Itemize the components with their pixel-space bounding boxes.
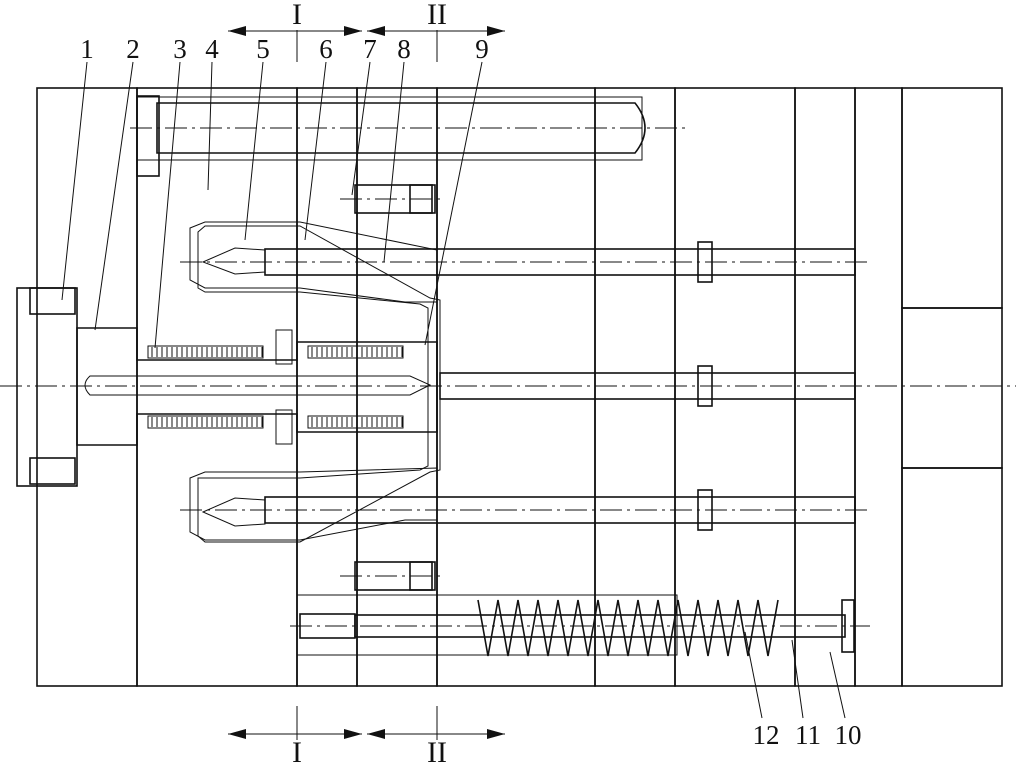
label-3: 3 [173, 34, 187, 64]
fixed-mold-plate [136, 87, 298, 687]
section-bottom-right: II [427, 736, 447, 766]
insulator-lower [275, 409, 293, 445]
cavity-region [16, 96, 678, 656]
mold-plates [36, 87, 1003, 687]
label-8: 8 [397, 34, 411, 64]
part-callouts: 1 2 3 4 5 6 7 8 9 12 11 10 [61, 34, 862, 750]
lower-cavity [189, 467, 438, 541]
label-10: 10 [835, 720, 862, 750]
label-4: 4 [205, 34, 219, 64]
sprue-runner [84, 375, 432, 396]
label-12: 12 [753, 720, 780, 750]
sprue-bushing [76, 327, 438, 446]
section-arrows: I II I II [228, 0, 505, 766]
ejector-plate [854, 87, 903, 687]
insulator-upper [275, 329, 293, 365]
lower-gate [201, 497, 266, 527]
moving-plate-b [436, 87, 596, 687]
label-11: 11 [795, 720, 821, 750]
ejector-rod-hole [901, 307, 1003, 469]
locating-screw-bottom [29, 457, 76, 485]
ejector-retainer-plate [794, 87, 856, 687]
stripper-plate [296, 87, 358, 687]
spring-bore [296, 594, 678, 656]
locating-screw-top [29, 287, 76, 315]
label-9: 9 [475, 34, 489, 64]
center-lines [0, 30, 1016, 740]
section-top-left: I [292, 0, 302, 31]
label-6: 6 [319, 34, 333, 64]
heater-upper-left [147, 345, 264, 359]
heater-upper-right [307, 345, 404, 359]
heater-coils [147, 329, 404, 445]
return-spring [477, 599, 779, 657]
label-1: 1 [80, 34, 94, 64]
heater-lower-right [307, 415, 404, 429]
leader-pin [156, 102, 646, 154]
part-wall [197, 225, 441, 543]
moving-clamp-plate-bottom [901, 467, 1003, 687]
label-5: 5 [256, 34, 270, 64]
section-top-right: II [427, 0, 447, 31]
pins [29, 95, 856, 657]
section-bottom-left: I [292, 736, 302, 766]
upper-gate [201, 247, 266, 275]
fixed-clamp-plate [36, 87, 138, 687]
moving-clamp-plate-top [901, 87, 1003, 309]
locating-ring [16, 287, 78, 487]
label-7: 7 [363, 34, 377, 64]
support-plate [594, 87, 676, 687]
heater-coil-marks [151, 347, 403, 427]
leader-pin-head [136, 95, 160, 177]
label-2: 2 [126, 34, 140, 64]
ejector-space [674, 87, 796, 687]
heater-lower-left [147, 415, 264, 429]
molded-part [84, 225, 441, 543]
